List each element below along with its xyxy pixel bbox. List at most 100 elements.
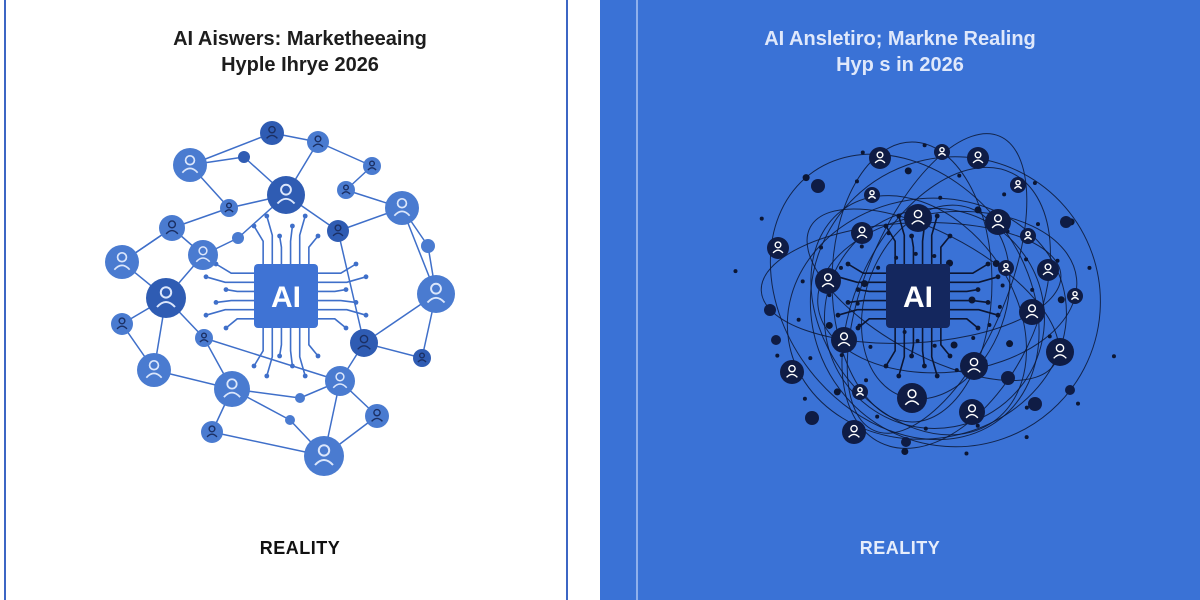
network-dot [1111, 354, 1116, 359]
network-dot [923, 426, 928, 431]
chip-label: AI [903, 281, 933, 314]
reality-title-line2: Hyp s in 2026 [836, 54, 964, 76]
network-dot [868, 344, 873, 349]
network-dot [860, 150, 865, 155]
network-node [1028, 397, 1042, 411]
network-dot [1024, 435, 1029, 440]
reality-network-diagram: AI [733, 133, 1116, 456]
network-node [811, 179, 825, 193]
user-icon [1042, 263, 1054, 276]
network-dot [1006, 340, 1014, 348]
network-dot [1035, 222, 1040, 227]
network-node [1065, 385, 1075, 395]
hype-title-line2: Hyple Ihrye 2026 [221, 54, 379, 76]
user-icon [1023, 230, 1033, 241]
user-icon [837, 332, 851, 347]
network-node [295, 393, 305, 403]
user-icon [156, 286, 176, 308]
network-dot [1055, 258, 1060, 263]
ai-chip-icon: AI [203, 213, 369, 379]
network-dot [759, 216, 764, 221]
user-icon [393, 197, 411, 217]
network-dot [1076, 401, 1081, 406]
user-icon [367, 160, 377, 171]
user-icon [223, 378, 241, 398]
network-dot [1087, 265, 1092, 270]
left-border-line [4, 0, 6, 600]
network-dot [854, 179, 859, 184]
user-icon [786, 364, 798, 378]
reality-title: AI Ansletiro; Markne Realing Hyp s in 20… [600, 26, 1200, 78]
hype-panel: AI Aiswers: Marketheeaing Hyple Ihrye 20… [4, 0, 568, 600]
network-dot [827, 293, 832, 298]
network-dot [802, 396, 807, 401]
user-icon [145, 359, 163, 379]
network-dot [932, 343, 937, 348]
reality-panel: AI Ansletiro; Markne Realing Hyp s in 20… [600, 0, 1200, 600]
network-dot [855, 301, 860, 306]
user-icon [967, 357, 981, 373]
network-dot [1030, 287, 1035, 292]
user-icon [417, 352, 427, 363]
user-icon [965, 404, 979, 419]
user-icon [341, 184, 351, 195]
network-dot [975, 423, 980, 428]
user-icon [1053, 343, 1067, 359]
user-icon [874, 151, 886, 164]
network-node [901, 437, 911, 447]
network-dot [950, 341, 958, 349]
user-icon [199, 332, 209, 343]
network-node [232, 232, 244, 244]
network-node [805, 411, 819, 425]
network-node [285, 415, 295, 425]
user-icon [867, 189, 877, 200]
user-icon [357, 334, 371, 350]
user-icon [312, 135, 324, 148]
reality-title-line1: AI Ansletiro; Markne Realing [764, 28, 1036, 50]
network-dot [971, 336, 976, 341]
reality-border-line [636, 0, 638, 600]
network-dot [876, 265, 881, 270]
user-icon [856, 226, 868, 239]
network-dot [838, 265, 843, 270]
network-node [764, 304, 776, 316]
user-icon [314, 444, 334, 466]
hype-title-line1: AI Aiswers: Marketheeaing [173, 28, 427, 50]
network-node [771, 335, 781, 345]
network-dot [864, 378, 869, 383]
network-dot [932, 254, 937, 259]
network-node [421, 239, 435, 253]
network-link [337, 230, 365, 344]
network-dot [954, 368, 959, 373]
network-dot [796, 317, 801, 322]
chip-label: AI [271, 281, 301, 314]
user-icon [855, 386, 865, 397]
network-dot [1047, 334, 1052, 339]
user-icon [1070, 290, 1080, 301]
network-dot [974, 206, 982, 214]
network-dot [819, 245, 824, 250]
user-icon [332, 372, 348, 389]
right-border-line [566, 0, 568, 600]
network-dot [938, 195, 943, 200]
network-link [786, 197, 1067, 440]
user-icon [332, 224, 344, 237]
user-icon [1025, 304, 1039, 319]
user-icon [224, 202, 234, 213]
hype-network-diagram: AI [105, 121, 455, 476]
ai-chip-icon: AI [835, 213, 1001, 379]
user-icon [113, 251, 131, 271]
network-dot [992, 259, 1000, 267]
network-dot [922, 143, 927, 148]
user-icon [371, 408, 383, 422]
user-icon [165, 220, 179, 235]
user-icon [848, 424, 860, 438]
user-icon [772, 241, 784, 254]
network-dot [1024, 405, 1029, 410]
network-link [809, 156, 1101, 448]
reality-footer-label: REALITY [859, 538, 941, 558]
chip-body [254, 264, 318, 328]
network-dot [1057, 296, 1065, 304]
network-dot [957, 173, 962, 178]
network-dot [802, 174, 810, 182]
